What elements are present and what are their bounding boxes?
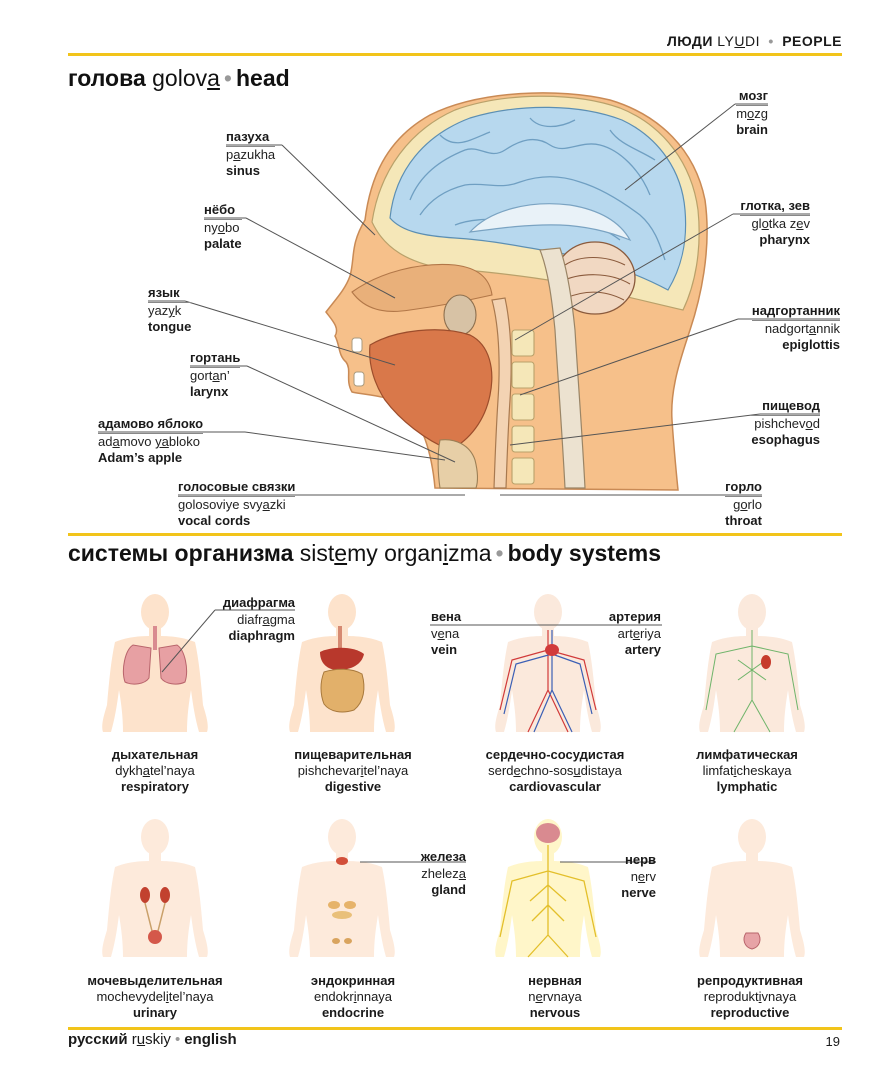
reproductive-figure	[699, 819, 805, 957]
caption-endocrine: эндокринная endokrinnaya endocrine	[310, 973, 396, 1020]
footer-language: русский ruskiy•english	[68, 1031, 237, 1048]
cardiovascular-figure	[495, 594, 601, 733]
label-nerve: нерв nerv nerve	[621, 852, 656, 900]
head-leader-lines	[98, 103, 840, 496]
label-larynx: гортань gortan’ larynx	[190, 350, 241, 399]
caption-nervous: нервная nervnaya nervous	[528, 973, 582, 1020]
caption-lymphatic: лимфатическая limfaticheskaya lymphatic	[696, 747, 798, 794]
tongue-shape	[369, 329, 493, 451]
body-section-rule	[68, 533, 842, 536]
label-throat: горло gorlo throat	[725, 479, 762, 528]
caption-respiratory: дыхательная dykhatel’naya respiratory	[111, 747, 199, 794]
cerebellum	[554, 241, 636, 315]
brain	[389, 106, 687, 291]
bladder	[148, 930, 162, 944]
spleen	[761, 655, 771, 669]
thyroid	[336, 857, 348, 865]
label-sinus: пазуха pazukha sinus	[226, 129, 276, 178]
respiratory-figure	[102, 594, 208, 732]
corpus-callosum	[468, 203, 632, 242]
brain-small	[536, 823, 560, 843]
urinary-figure	[102, 819, 208, 957]
head-section-title: голова golova•head	[68, 65, 290, 91]
liver-stomach	[320, 647, 364, 670]
label-pharynx: глотка, зев glotka zev pharynx	[740, 198, 810, 247]
larynx-shape	[437, 439, 478, 489]
footer-rule	[68, 1027, 842, 1030]
label-vein: вена vena vein	[431, 609, 462, 657]
teeth	[351, 337, 365, 387]
lungs	[122, 644, 188, 685]
page-number: 19	[825, 1034, 840, 1049]
caption-digestive: пищеварительная pishchevaritel’naya dige…	[294, 747, 412, 794]
vertebrae	[511, 329, 535, 485]
endocrine-figure	[289, 819, 395, 957]
head-anatomy-illustration	[325, 92, 708, 491]
caption-urinary: мочевыделительная mochevydelitel’naya ur…	[87, 973, 223, 1020]
label-diaphragm: диафрагма diafragma diaphragm	[222, 595, 295, 643]
label-esophagus: пищевод pishchevod esophagus	[751, 398, 820, 447]
header-ru: ЛЮДИ	[666, 33, 713, 49]
label-epiglottis: надгортанник nadgortannik epiglottis	[751, 303, 840, 352]
page-header: ЛЮДИ LYUDI • PEOPLE	[666, 33, 842, 49]
header-translit: LYUDI	[717, 33, 761, 49]
caption-cardiovascular: сердечно-сосудистая serdechno-sosudistay…	[485, 747, 625, 794]
label-artery: артерия arteriya artery	[608, 609, 661, 657]
lymphatic-figure	[699, 594, 805, 733]
header-en: PEOPLE	[782, 33, 842, 49]
header-rule	[68, 53, 842, 56]
body-section-title: системы организма sistemy organizma•body…	[68, 540, 661, 566]
label-tongue: язык yazyk tongue	[148, 285, 192, 334]
label-vocal-cords: голосовые связки golosoviye svyazki voca…	[178, 479, 296, 528]
nervous-figure	[495, 819, 601, 958]
label-gland: железа zheleza gland	[420, 849, 466, 897]
caption-reproductive: репродуктивная reproduktivnaya reproduct…	[697, 973, 803, 1020]
intestines	[320, 668, 365, 713]
kidney-left	[140, 887, 150, 903]
digestive-figure	[289, 594, 395, 732]
reproductive-organs	[743, 932, 761, 950]
airway	[491, 297, 512, 489]
label-adams-apple: адамово яблоко adamovo yabloko Adam’s ap…	[98, 416, 204, 465]
body-leader-lines	[161, 609, 662, 863]
label-brain: мозг mozg brain	[736, 88, 768, 137]
label-palate: нёбо nyobo palate	[204, 202, 242, 251]
heart	[545, 644, 559, 656]
kidney-right	[160, 887, 170, 903]
